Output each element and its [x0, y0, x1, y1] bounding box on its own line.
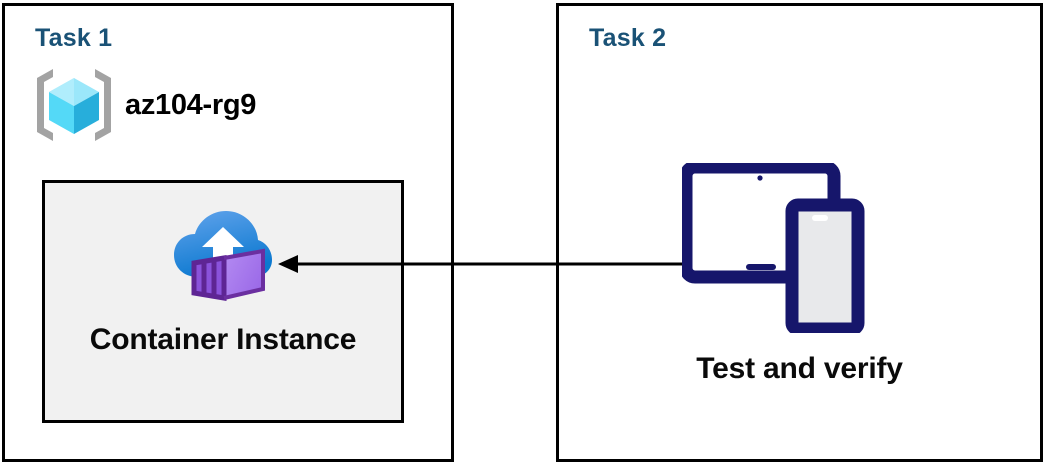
container-instance-box: Container Instance: [42, 180, 404, 423]
task-2-title: Task 2: [589, 24, 667, 52]
container-instance-label: Container Instance: [89, 323, 357, 356]
task-1-title: Task 1: [35, 24, 113, 52]
test-and-verify-label: Test and verify: [696, 352, 903, 385]
task-1-panel: Task 1 az104-rg9: [2, 3, 454, 462]
resource-group-label: az104-rg9: [125, 88, 257, 121]
resource-group-row: az104-rg9: [33, 66, 256, 144]
azure-resource-group-icon: [33, 66, 115, 144]
